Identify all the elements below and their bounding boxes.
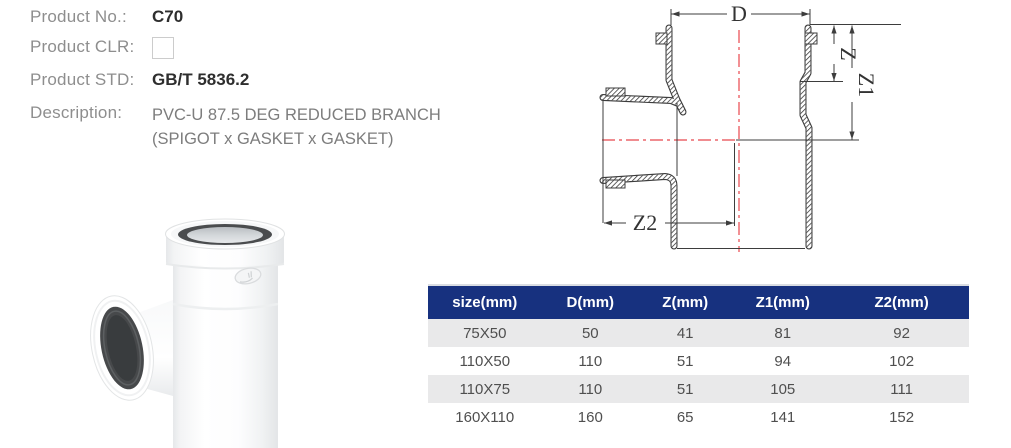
table-cell: 152 [889, 408, 915, 426]
table-cell: 41 [676, 324, 694, 342]
table-cell: 110X50 [459, 352, 511, 370]
gasket-groove-right [804, 32, 818, 45]
table-cell: 81 [774, 324, 792, 342]
dimension-lines [603, 9, 901, 226]
table-cell: 65 [676, 408, 694, 426]
fitting-body [173, 248, 278, 448]
column-header: Z2(mm) [874, 294, 929, 311]
top-bore [187, 227, 263, 243]
table-row: 75X50 50 41 81 92 [428, 319, 969, 347]
gasket-groove-branch-top [605, 87, 626, 97]
table-cell: 92 [893, 324, 910, 342]
product-std-value: GB/T 5836.2 [152, 70, 250, 89]
table-cell: 50 [581, 324, 599, 342]
gasket-groove-left [655, 32, 668, 45]
product-no-row: Product No.: C70 [30, 7, 183, 27]
spec-table-body: 75X50 50 41 81 92 110X50 110 51 94 102 110X75 110 51… [428, 319, 969, 431]
brand-logo-embossed [234, 267, 262, 285]
product-no-value: C70 [152, 7, 184, 26]
dim-label-d: D [731, 1, 747, 26]
product-no-label: Product No.: [30, 7, 127, 26]
spec-table-header-row: size(mm) D(mm) Z(mm) Z1(mm) Z2(mm) [428, 285, 969, 319]
table-row: 110X50 110 51 94 102 [428, 347, 969, 375]
branch-bore [106, 315, 138, 381]
product-description-label: Description: [30, 103, 123, 122]
branch-socket [90, 295, 154, 401]
product-clr-row: Product CLR: [30, 37, 174, 59]
product-std-label: Product STD: [30, 70, 135, 89]
table-cell: 75X50 [463, 324, 507, 342]
product-std-row: Product STD: GB/T 5836.2 [30, 70, 249, 90]
table-cell: 160 [577, 408, 603, 426]
table-cell: 94 [774, 352, 792, 370]
product-description-value: PVC-U 87.5 DEG REDUCED BRANCH (SPIGOT x … [152, 103, 441, 151]
table-cell: 110 [578, 380, 603, 398]
table-cell: 111 [890, 380, 913, 398]
dim-label-z1: Z1 [854, 73, 879, 97]
dim-label-z2: Z2 [633, 210, 657, 235]
table-cell: 110 [578, 352, 603, 370]
pipe-walls [603, 28, 818, 249]
column-header: Z1(mm) [755, 294, 810, 311]
table-cell: 51 [676, 352, 694, 370]
product-photo [90, 218, 285, 448]
socket-depth-line [172, 302, 279, 311]
dim-label-z: Z [836, 47, 861, 60]
table-cell: 110X75 [459, 380, 511, 398]
product-clr-label: Product CLR: [30, 37, 135, 56]
product-description-row: Description: PVC-U 87.5 DEG REDUCED BRAN… [30, 103, 441, 151]
spec-table: size(mm) D(mm) Z(mm) Z1(mm) Z2(mm) 75X50 50 41… [428, 284, 969, 431]
spec-table-container: size(mm) D(mm) Z(mm) Z1(mm) Z2(mm) 75X50 50 41… [428, 284, 969, 431]
table-cell: 141 [770, 408, 796, 426]
table-cell: 51 [676, 380, 694, 398]
table-row: 160X110 160 65 141 152 [428, 403, 969, 431]
column-header: size(mm) [452, 294, 518, 311]
table-cell: 160X110 [455, 408, 515, 426]
column-header: D(mm) [566, 294, 615, 311]
column-header: Z(mm) [662, 294, 709, 311]
table-cell: 102 [889, 352, 915, 370]
centerlines [602, 30, 740, 252]
table-cell: 105 [770, 380, 796, 398]
table-row: 110X75 110 51 105 111 [428, 375, 969, 403]
technical-drawing: D Z Z1 Z2 [553, 1, 901, 252]
description-line-1: PVC-U 87.5 DEG REDUCED BRANCH [152, 106, 441, 124]
description-line-2: (SPIGOT x GASKET x GASKET) [152, 130, 394, 148]
dimension-labels: D Z Z1 Z2 [633, 1, 879, 235]
gasket-groove-branch-bottom [605, 179, 626, 189]
product-clr-checkbox[interactable] [152, 37, 174, 59]
